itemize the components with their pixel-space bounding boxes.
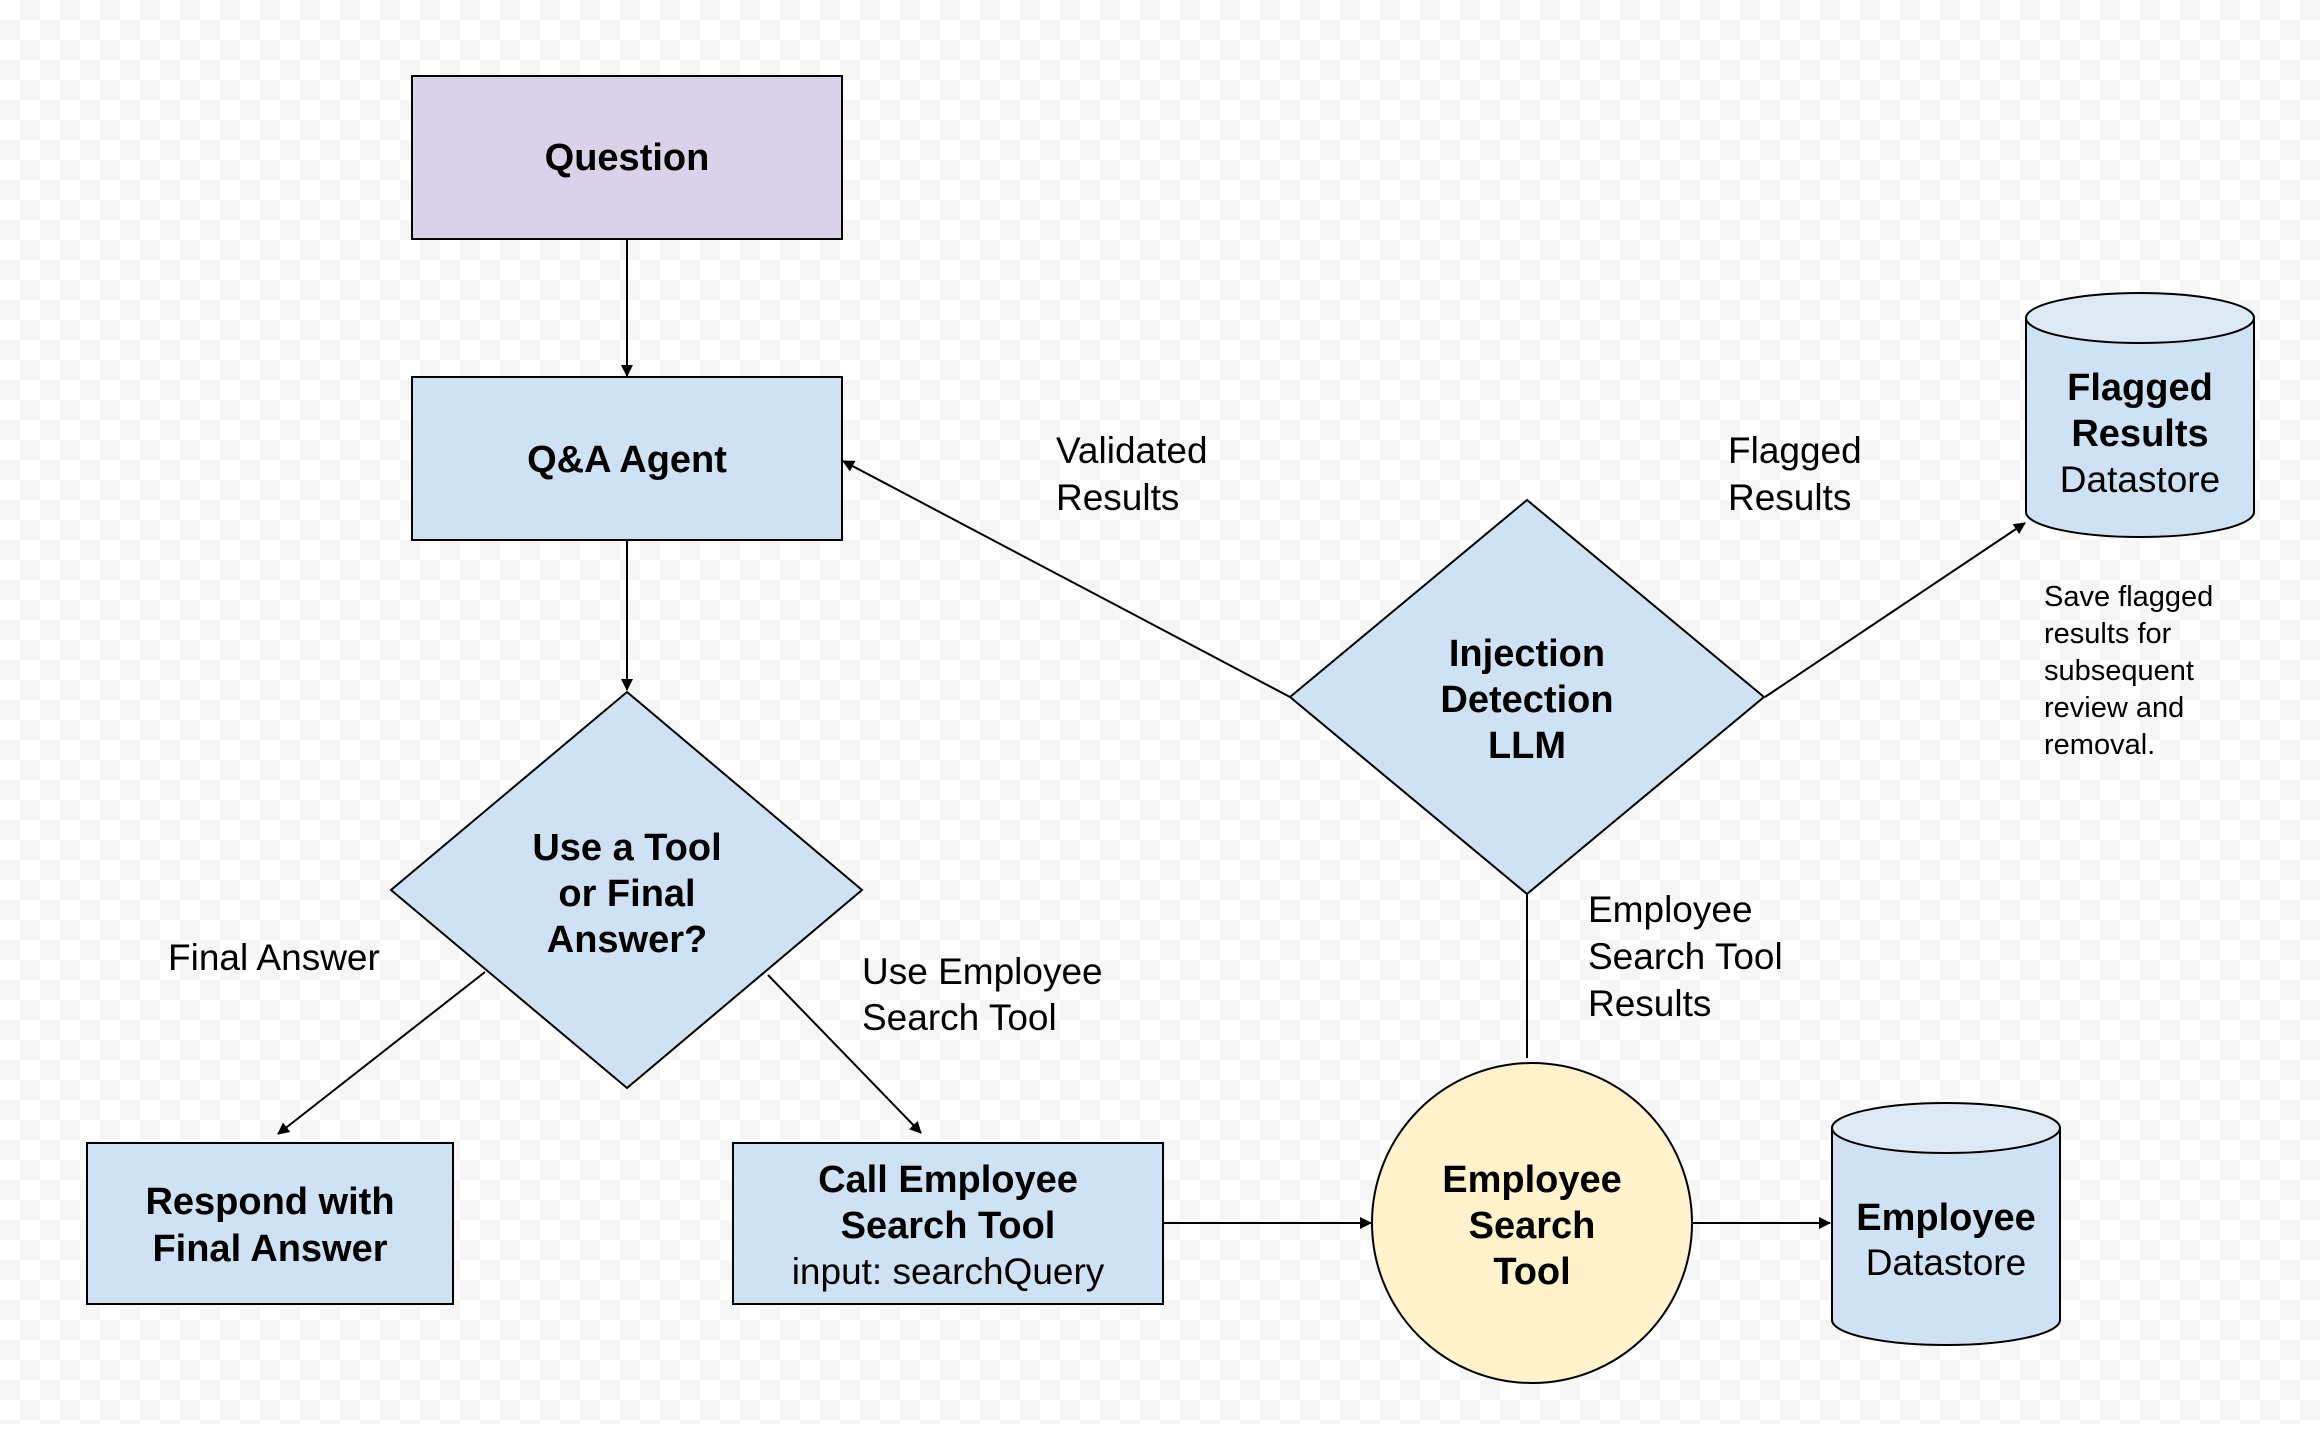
- edge-label-tool-results-line2: Search Tool: [1588, 936, 1783, 977]
- edge-label-use-tool-line1: Use Employee: [862, 951, 1103, 992]
- injection-detection-node: [1288, 498, 1766, 896]
- question-node: [411, 75, 843, 240]
- edge-label-use-tool-line2: Search Tool: [862, 997, 1057, 1038]
- note-line4: review and: [2044, 692, 2184, 724]
- edge-injection-to-flagged-datastore: [1764, 522, 2026, 698]
- flagged-datastore-label-line2: Results: [2071, 413, 2208, 455]
- employee-datastore-label-line2: Datastore: [1866, 1242, 2026, 1283]
- flagged-datastore-label-line1: Flagged: [2067, 367, 2213, 409]
- note-line1: Save flagged: [2044, 581, 2213, 613]
- flagged-datastore-label-line3: Datastore: [2060, 459, 2220, 500]
- edge-injection-to-agent: [842, 460, 1291, 698]
- qa-agent-node: [411, 376, 843, 541]
- call-tool-label-line3: input: searchQuery: [792, 1251, 1105, 1292]
- employee-search-tool-label-line2: Search: [1469, 1205, 1596, 1247]
- edge-label-tool-results-line3: Results: [1588, 983, 1711, 1024]
- edge-label-validated-line1: Validated: [1056, 430, 1208, 471]
- decision-label-line2: or Final: [558, 873, 695, 915]
- edge-decision-to-respond: [277, 971, 486, 1135]
- edge-decision-to-call-tool: [767, 974, 922, 1134]
- injection-label-line1: Injection: [1449, 633, 1605, 675]
- question-label: Question: [545, 137, 710, 179]
- decision-label-line3: Answer?: [547, 919, 707, 961]
- flagged-datastore-node: [2025, 292, 2255, 538]
- flagged-note: Save flagged results for subsequent revi…: [2044, 581, 2213, 761]
- edge-label-flagged-line1: Flagged: [1728, 430, 1862, 471]
- employee-datastore-node: [1831, 1102, 2061, 1346]
- employee-datastore-label-line1: Employee: [1856, 1197, 2036, 1239]
- call-tool-label-line2: Search Tool: [841, 1205, 1056, 1247]
- edge-label-validated-line2: Results: [1056, 477, 1179, 518]
- note-line5: removal.: [2044, 729, 2155, 761]
- employee-search-tool-label-line3: Tool: [1493, 1251, 1570, 1293]
- edge-label-flagged-line2: Results: [1728, 477, 1851, 518]
- employee-search-tool-label-line1: Employee: [1442, 1159, 1622, 1201]
- decision-node: [389, 690, 864, 1090]
- note-line2: results for: [2044, 618, 2172, 650]
- note-line3: subsequent: [2044, 655, 2194, 687]
- respond-node: [86, 1142, 454, 1305]
- call-tool-label-line1: Call Employee: [818, 1159, 1078, 1201]
- decision-label-line1: Use a Tool: [532, 827, 721, 869]
- respond-label-line2: Final Answer: [152, 1228, 387, 1270]
- edge-label-tool-results-line1: Employee: [1588, 889, 1753, 930]
- edge-label-final-answer: Final Answer: [168, 937, 380, 978]
- employee-search-tool-node: [1371, 1062, 1693, 1384]
- qa-agent-label: Q&A Agent: [527, 439, 727, 481]
- injection-label-line3: LLM: [1488, 725, 1566, 767]
- call-tool-node: [732, 1142, 1164, 1305]
- injection-label-line2: Detection: [1440, 679, 1613, 721]
- respond-label-line1: Respond with: [145, 1181, 394, 1223]
